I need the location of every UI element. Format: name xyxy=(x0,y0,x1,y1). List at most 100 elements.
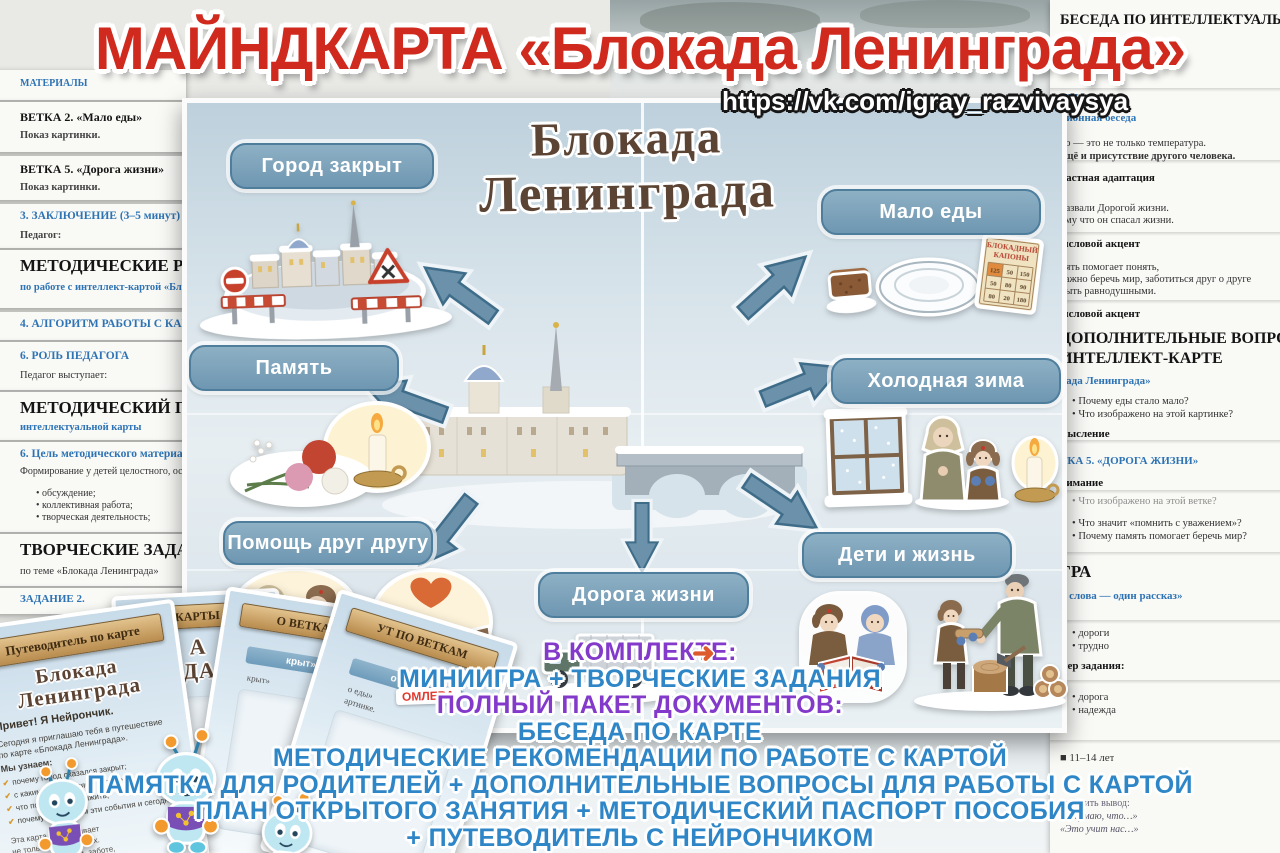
doc-heading: ДОПОЛНИТЕЛЬНЫЕ ВОПРОСЫ ПО xyxy=(1060,330,1280,347)
doc-text: Педагог: xyxy=(20,230,62,241)
branch-bubble-deti: Дети и жизнь xyxy=(802,532,1012,578)
doc-list-item: Почему память помогает беречь мир? xyxy=(1072,531,1247,542)
ration-cell: 80 xyxy=(988,293,995,301)
doc-page: 6. РОЛЬ ПЕДАГОГА Педагог выступает: xyxy=(0,342,186,390)
doc-heading: МЕТОДИЧЕСКИЕ РЕКОМ xyxy=(20,256,236,275)
doc-list-item: трудно xyxy=(1072,641,1109,652)
doc-list-item: дорога xyxy=(1072,692,1108,703)
doc-fragment: и слова — один рассказ» xyxy=(1060,590,1183,602)
bundle-line: БЕСЕДА ПО КАРТЕ xyxy=(517,717,763,746)
doc-page: БЕСЕДА ПО ИНТЕЛЛЕКТУАЛЬНОЙ КА ДЫ» ционна… xyxy=(1050,0,1280,853)
doc-subheading: по теме «Блокада Ленинграда» xyxy=(20,566,159,577)
doc-text: добавить вывод: xyxy=(1060,798,1130,809)
bundle-line: МЕТОДИЧЕСКИЕ РЕКОМЕНДАЦИИ ПО РАБОТЕ С КА… xyxy=(272,744,1008,772)
ration-cell: 50 xyxy=(990,280,997,288)
doc-list-item: дороги xyxy=(1072,628,1109,639)
doc-text: ому что он спасал жизни. xyxy=(1060,215,1174,226)
doc-subheading: ысловой акцент xyxy=(1060,308,1141,320)
ration-cell: 90 xyxy=(1019,284,1026,292)
doc-fragment: ционная беседа xyxy=(1060,112,1137,124)
warning-sign-icon xyxy=(367,248,410,285)
doc-heading: 6. РОЛЬ ПЕДАГОГА xyxy=(20,350,130,362)
branch-bubble-pamyat: Память xyxy=(189,345,399,391)
doc-subheading: ысловой акцент xyxy=(1060,238,1141,250)
doc-fragment: када Ленинграда» xyxy=(1060,375,1151,387)
doc-heading: БЕСЕДА ПО ИНТЕЛЛЕКТУАЛЬНОЙ КА xyxy=(1060,12,1280,28)
doc-heading: ЗАДАНИЕ 2. xyxy=(20,593,85,605)
branch-bubble-gorod: Город закрыт xyxy=(230,143,434,189)
poster-title-line2: Ленинграда xyxy=(478,162,777,224)
doc-text: важно беречь мир, заботиться друг о друг… xyxy=(1060,274,1252,285)
doc-page: 4. АЛГОРИТМ РАБОТЫ С КАРТОЙ xyxy=(0,312,214,340)
empty-plate-sticker xyxy=(875,257,983,317)
branch-bubble-zima: Холодная зима xyxy=(831,358,1061,404)
bundle-line: + ПУТЕВОДИТЕЛЬ С НЕЙРОНЧИКОМ xyxy=(406,823,874,852)
ration-cell: 50 xyxy=(1006,269,1013,277)
branch-bubble-pomosch: Помощь друг другу xyxy=(223,521,433,565)
doc-text: назвали Дорогой жизни. xyxy=(1060,203,1169,214)
city-illustration xyxy=(382,322,807,529)
main-title: МАЙНДКАРТА «Блокада Ленинграда» xyxy=(94,15,1186,82)
white-carnation-icon xyxy=(321,467,349,495)
doc-page: ВЕТКА 2. «Мало еды» Показ картинки. xyxy=(0,102,186,152)
square-bullet-icon: ■ xyxy=(1060,752,1067,764)
doc-text: Педагог выступает: xyxy=(20,370,108,381)
doc-text: ещё и присутствие другого человека. xyxy=(1060,151,1236,162)
doc-age-line: ■ 11–14 лет xyxy=(1060,752,1114,764)
axe-icon xyxy=(997,653,1011,668)
doc-text: «Это учит нас…» xyxy=(1060,824,1139,835)
bundle-line: ПЛАН ОТКРЫТОГО ЗАНЯТИЯ + МЕТОДИЧЕСКИЙ ПА… xyxy=(195,797,1085,825)
poster-fold-vertical xyxy=(641,103,644,728)
orange-arrow-icon: ➜ xyxy=(692,638,715,668)
poster-title: Блокада Ленинграда xyxy=(356,108,898,225)
doc-subheading: мер задания: xyxy=(1060,660,1125,672)
children-reading-sticker xyxy=(799,591,907,703)
bundle-line: В КОМПЛЕКТЕ: xyxy=(543,638,737,666)
doc-text: нять помогает понять, xyxy=(1060,262,1160,273)
doc-page: МАТЕРИАЛЫ xyxy=(0,70,186,100)
doc-heading: МАТЕРИАЛЫ xyxy=(20,78,88,89)
bread-sticker xyxy=(826,267,877,314)
doc-heading: 3. ЗАКЛЮЧЕНИЕ (3–5 минут) xyxy=(20,210,181,222)
doc-text: Показ картинки. xyxy=(20,182,101,193)
ration-cell: 125 xyxy=(990,267,1001,275)
treeline-silhouette xyxy=(640,2,820,36)
doc-heading: ВЕТКА 5. «Дорога жизни» xyxy=(20,162,165,176)
firewood-chopping-sticker xyxy=(914,574,1068,711)
red-carnation-icon xyxy=(302,440,336,474)
doc-list-item: коллективная работа; xyxy=(36,500,133,511)
candle-sticker xyxy=(1011,435,1060,503)
doc-heading: ИНТЕЛЛЕКТ-КАРТЕ xyxy=(1060,350,1223,367)
doc-subheading: интеллектуальной карты xyxy=(20,422,142,433)
poster-title-line1: Блокада xyxy=(530,111,723,167)
heart-icon xyxy=(410,577,452,608)
doc-list-item: Что значит «помнить с уважением»? xyxy=(1072,518,1241,529)
doc-text: ло — это не только температура. xyxy=(1060,138,1207,149)
ration-cell: 180 xyxy=(1016,297,1027,305)
doc-list-item: Почему еды стало мало? xyxy=(1072,396,1188,407)
doc-list-item: творческая деятельность; xyxy=(36,512,150,523)
doc-text: быть равнодушными. xyxy=(1060,286,1157,297)
frosted-window-sticker xyxy=(823,406,913,508)
closed-city-sticker xyxy=(199,200,452,340)
doc-subheading: нимание xyxy=(1060,477,1104,489)
doc-heading: 6. Цель методического материала xyxy=(20,448,195,460)
doc-heading: ВЕТКА 2. «Мало еды» xyxy=(20,110,143,124)
candle-icon xyxy=(368,434,387,474)
vk-url-link[interactable]: https://vk.com/igray_razvivaysya xyxy=(721,86,1129,116)
pink-carnation-icon xyxy=(285,463,313,491)
doc-page: 3. ЗАКЛЮЧЕНИЕ (3–5 минут) Педагог: xyxy=(0,204,186,248)
branch-bubble-malo: Мало еды xyxy=(821,189,1041,235)
doc-heading: ГРА xyxy=(1060,562,1092,581)
ration-cell: 80 xyxy=(1005,282,1012,290)
doc-list-item: Что изображено на этой ветке? xyxy=(1072,496,1216,507)
doc-list-item: обсуждение; xyxy=(36,488,96,499)
doc-list-item: Что изображено на этой картинке? xyxy=(1072,409,1233,420)
ration-cell: 20 xyxy=(1003,295,1010,303)
bundle-line: ПАМЯТКА ДЛЯ РОДИТЕЛЕЙ + ДОПОЛНИТЕЛЬНЫЕ В… xyxy=(87,770,1193,799)
doc-page: ТВОРЧЕСКИЕ ЗАДАНИЯ по теме «Блокада Лени… xyxy=(0,534,227,586)
doc-page: 6. Цель методического материала Формиров… xyxy=(0,442,225,532)
bundle-list: В КОМПЛЕКТЕ: МИНИИГРА + ТВОРЧЕСКИЕ ЗАДАН… xyxy=(0,639,1280,851)
branch-bubble-doroga: Дорога жизни xyxy=(538,572,749,618)
bundle-line: ПОЛНЫЙ ПАКЕТ ДОКУМЕНТОВ: xyxy=(436,691,844,719)
